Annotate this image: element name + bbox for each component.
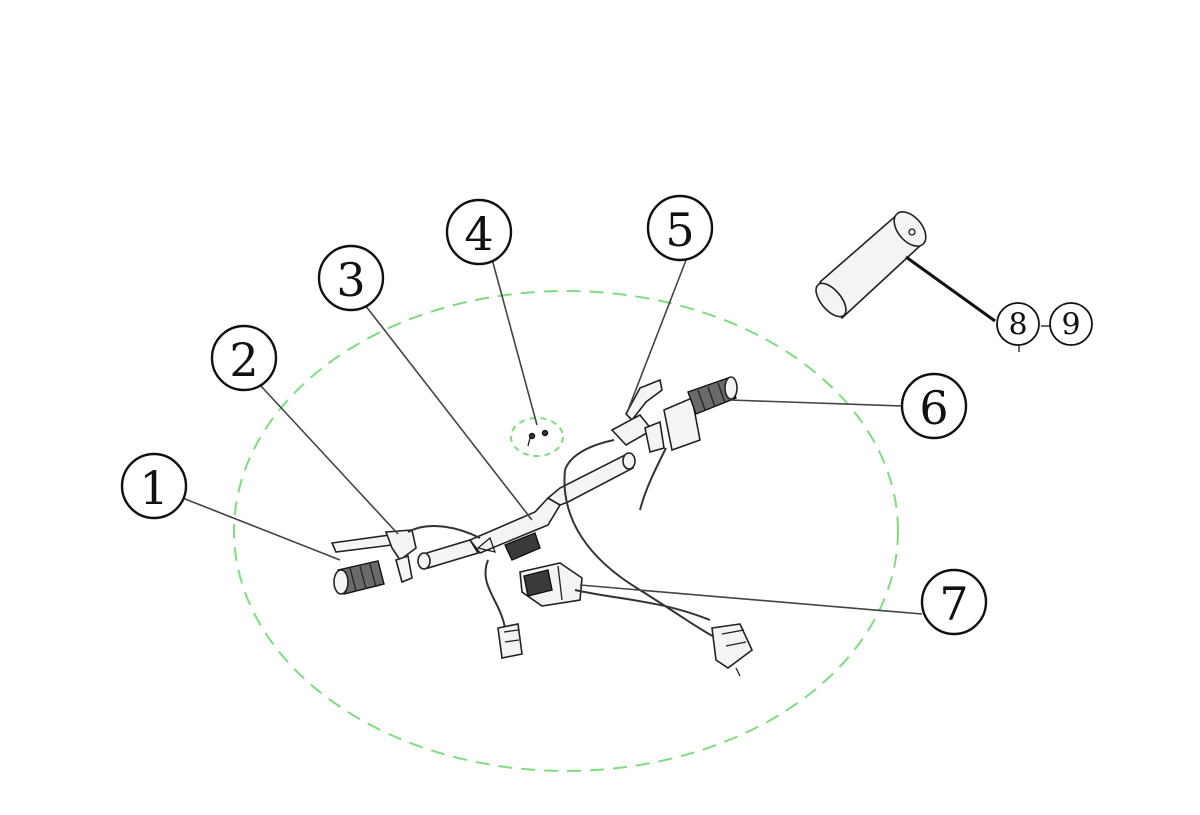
right-brake-lever (564, 378, 665, 471)
screw-group-boundary (510, 417, 564, 457)
control-unit (519, 562, 583, 607)
callout-2-label: 2 (229, 333, 258, 387)
throttle-grip (639, 376, 738, 511)
handlebar (417, 452, 636, 570)
callout-5: 5 (646, 194, 714, 262)
assembly-boundary (233, 290, 899, 772)
callout-1: 1 (120, 452, 188, 520)
callout-7-label: 7 (939, 577, 968, 631)
callout-6-label: 6 (919, 381, 948, 435)
wiring (484, 469, 753, 677)
callout-9: 9 (1049, 302, 1093, 346)
left-grip (333, 560, 385, 595)
callout-7: 7 (920, 568, 988, 636)
callout-9-label: 9 (1061, 308, 1080, 343)
callout-8: 8 (996, 302, 1040, 346)
screws (527, 429, 549, 447)
callout-3-label: 3 (336, 253, 365, 307)
spare-grip (815, 211, 927, 320)
callout-5-label: 5 (665, 203, 694, 257)
callout-6: 6 (900, 372, 968, 440)
callout-4-label: 4 (464, 207, 493, 261)
callout-1-label: 1 (139, 461, 168, 515)
callout-2: 2 (210, 324, 278, 392)
left-brake-lever (330, 525, 481, 584)
callout-8-label: 8 (1008, 308, 1027, 343)
callout-4: 4 (445, 198, 513, 266)
callout-3: 3 (317, 244, 385, 312)
leader-lines (179, 254, 1051, 615)
leader-8-9 (905, 255, 996, 323)
